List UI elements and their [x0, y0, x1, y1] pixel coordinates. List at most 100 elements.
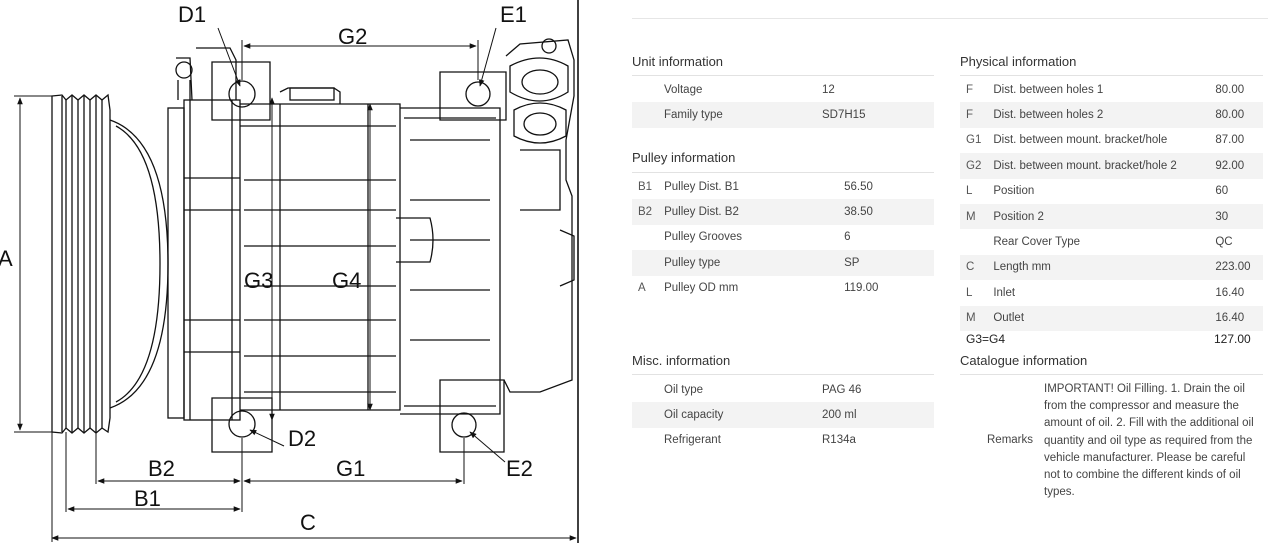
row-label: Outlet — [987, 305, 1210, 331]
table-row: B1 Pulley Dist. B1 56.50 — [632, 174, 934, 199]
top-divider — [632, 18, 1268, 19]
row-value: 12 — [822, 83, 835, 96]
row-label: Oil capacity — [658, 402, 816, 428]
row-value: 87.00 — [1215, 134, 1245, 147]
label-e1: E1 — [500, 2, 527, 27]
label-g1: G1 — [336, 456, 365, 481]
row-code: M — [960, 305, 988, 331]
row-code: L — [966, 286, 973, 299]
dimension-lines — [14, 27, 577, 542]
row-label: Position 2 — [987, 203, 1210, 230]
row-value: R134a — [822, 434, 856, 447]
row-value: 56.50 — [844, 180, 873, 193]
row-label: Oil type — [664, 383, 703, 396]
label-c: C — [300, 510, 316, 535]
row-value: 119.00 — [844, 282, 879, 295]
label-d1: D1 — [178, 2, 206, 27]
catalogue-info-title: Catalogue information — [960, 353, 1088, 368]
table-row: Pulley type SP — [632, 250, 934, 276]
table-row: Pulley Grooves 6 — [632, 225, 934, 250]
table-row: Voltage 12 — [632, 77, 934, 102]
table-row: G2 Dist. between mount. bracket/hole 2 9… — [960, 153, 1263, 179]
table-row: L Position 60 — [960, 179, 1263, 204]
row-code — [632, 225, 658, 250]
row-value: 6 — [844, 231, 851, 244]
dimension-labels: D1 G2 E1 A G3 G4 D2 B2 G1 E2 B1 C — [0, 2, 533, 535]
row-label: Pulley Grooves — [664, 231, 743, 244]
table-row: Family type SD7H15 — [632, 102, 934, 128]
label-a: A — [0, 246, 13, 271]
label-g4: G4 — [332, 268, 361, 293]
row-code: G2 — [960, 153, 988, 179]
catalogue-info-rule — [960, 374, 1263, 375]
remarks-text: IMPORTANT! Oil Filling. 1. Drain the oil… — [1044, 383, 1254, 499]
row-label: Inlet — [993, 286, 1016, 299]
row-label: Refrigerant — [664, 434, 721, 447]
row-value: 80.00 — [1215, 83, 1245, 96]
row-code: F — [966, 83, 974, 96]
g3-g4-label: G3=G4 — [966, 332, 1006, 346]
row-label: Family type — [658, 102, 816, 128]
row-value: 60 — [1215, 185, 1229, 198]
table-row: M Position 2 30 — [960, 203, 1263, 230]
unit-info-title: Unit information — [632, 54, 724, 69]
label-b1: B1 — [134, 486, 161, 511]
row-code: L — [966, 185, 973, 198]
pulley-info-title: Pulley information — [632, 150, 736, 165]
misc-info-rule — [632, 374, 934, 375]
row-label: Dist. between holes 2 — [987, 102, 1210, 128]
row-value: PAG 46 — [822, 383, 862, 396]
label-g3: G3 — [244, 268, 273, 293]
table-row: C Length mm 223.00 — [960, 254, 1263, 281]
row-value: 92.00 — [1209, 153, 1263, 179]
row-code — [632, 402, 658, 428]
row-code: M — [960, 203, 988, 230]
row-label: Dist. between mount. bracket/hole 2 — [987, 153, 1210, 179]
row-label: Pulley Dist. B1 — [664, 180, 739, 193]
table-row: L Inlet 16.40 — [960, 280, 1263, 305]
table-row: F Dist. between holes 1 80.00 — [960, 77, 1263, 102]
row-value: 30 — [1209, 203, 1263, 230]
table-row: Rear Cover Type QC — [960, 229, 1263, 254]
row-value: SP — [838, 250, 934, 276]
row-label: Length mm — [987, 254, 1210, 281]
row-value: QC — [1215, 236, 1233, 249]
table-row: A Pulley OD mm 119.00 — [632, 276, 934, 301]
misc-info-title: Misc. information — [632, 353, 731, 368]
row-label: Pulley Dist. B2 — [658, 199, 839, 225]
table-row: M Outlet 16.40 — [960, 305, 1263, 331]
row-code — [632, 428, 658, 453]
row-code — [632, 102, 658, 128]
table-row: Oil type PAG 46 — [632, 377, 934, 402]
table-row: Oil capacity 200 ml — [632, 402, 934, 428]
row-code: F — [960, 102, 988, 128]
label-g2: G2 — [338, 24, 367, 49]
row-value: 80.00 — [1209, 102, 1263, 128]
row-value: 223.00 — [1209, 254, 1263, 281]
table-row: G1 Dist. between mount. bracket/hole 87.… — [960, 128, 1263, 153]
physical-info-title: Physical information — [960, 54, 1077, 69]
pulley-info-rule — [632, 172, 934, 173]
row-code: A — [638, 282, 646, 295]
row-value: 16.40 — [1215, 286, 1245, 299]
row-value: SD7H15 — [816, 102, 934, 128]
row-label: Dist. between holes 1 — [993, 83, 1104, 96]
row-code: B2 — [632, 199, 659, 225]
label-b2: B2 — [148, 456, 175, 481]
compressor-technical-drawing: D1 G2 E1 A G3 G4 D2 B2 G1 E2 B1 C — [0, 0, 579, 543]
row-label: Voltage — [664, 83, 703, 96]
row-label: Pulley OD mm — [664, 282, 739, 295]
unit-info-table: Voltage 12 Family type SD7H15 — [632, 77, 934, 128]
row-code: G1 — [966, 134, 982, 147]
row-code — [960, 229, 987, 254]
unit-info-rule — [632, 75, 934, 76]
table-row: Refrigerant R134a — [632, 428, 934, 453]
table-row: B2 Pulley Dist. B2 38.50 — [632, 199, 934, 225]
table-row: F Dist. between holes 2 80.00 — [960, 102, 1263, 128]
row-value: 16.40 — [1209, 305, 1263, 331]
physical-info-rule — [960, 75, 1263, 76]
compressor-outline — [51, 0, 579, 543]
row-label: Rear Cover Type — [993, 236, 1081, 249]
row-code — [632, 77, 658, 102]
row-label: Pulley type — [658, 250, 839, 276]
